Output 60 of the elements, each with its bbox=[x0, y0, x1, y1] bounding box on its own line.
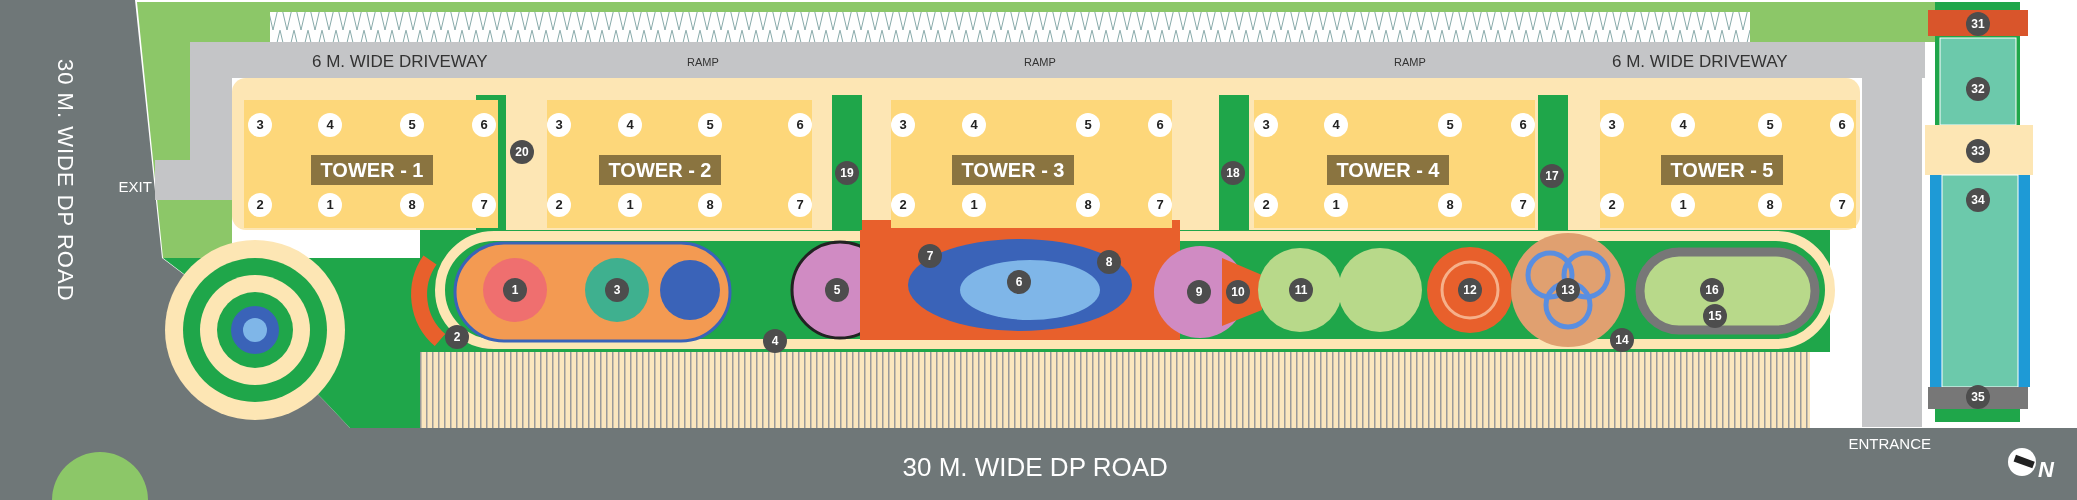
flat-number: 6 bbox=[1830, 113, 1854, 137]
flat-number: 3 bbox=[1254, 113, 1278, 137]
flat-number: 6 bbox=[1148, 113, 1172, 137]
tower-name: TOWER - 3 bbox=[951, 155, 1075, 185]
tower-block bbox=[891, 100, 1172, 228]
flat-number: 7 bbox=[1511, 193, 1535, 217]
entrance-label: ENTRANCE bbox=[1848, 434, 1931, 452]
road-label: 30 M. WIDE DP ROAD bbox=[52, 58, 78, 302]
flat-number: 2 bbox=[248, 193, 272, 217]
tower-name: TOWER - 4 bbox=[1326, 155, 1450, 185]
ramp-label: RAMP bbox=[1394, 56, 1426, 68]
tower-name: TOWER - 5 bbox=[1660, 155, 1784, 185]
flat-number: 1 bbox=[1671, 193, 1695, 217]
flat-number: 5 bbox=[1076, 113, 1100, 137]
flat-number: 8 bbox=[1076, 193, 1100, 217]
flat-number: 3 bbox=[547, 113, 571, 137]
tower-block bbox=[1600, 100, 1856, 228]
flat-number: 4 bbox=[1324, 113, 1348, 137]
tower-name: TOWER - 2 bbox=[598, 155, 722, 185]
flat-number: 7 bbox=[1830, 193, 1854, 217]
flat-number: 6 bbox=[788, 113, 812, 137]
ramp-label: RAMP bbox=[687, 56, 719, 68]
flat-number: 5 bbox=[1438, 113, 1462, 137]
flat-number: 1 bbox=[962, 193, 986, 217]
driveway-label: 6 M. WIDE DRIVEWAY bbox=[1612, 52, 1788, 72]
flat-number: 5 bbox=[400, 113, 424, 137]
flat-number: 6 bbox=[1511, 113, 1535, 137]
tower-block bbox=[547, 100, 812, 228]
driveway-label: 6 M. WIDE DRIVEWAY bbox=[312, 52, 488, 72]
tower-name: TOWER - 1 bbox=[310, 155, 434, 185]
flat-number: 4 bbox=[318, 113, 342, 137]
flat-number: 5 bbox=[1758, 113, 1782, 137]
flat-number: 1 bbox=[618, 193, 642, 217]
flat-number: 2 bbox=[1600, 193, 1624, 217]
flat-number: 8 bbox=[1758, 193, 1782, 217]
flat-number: 7 bbox=[1148, 193, 1172, 217]
flat-number: 7 bbox=[788, 193, 812, 217]
flat-number: 3 bbox=[1600, 113, 1624, 137]
flat-number: 8 bbox=[698, 193, 722, 217]
flat-number: 2 bbox=[1254, 193, 1278, 217]
flat-number: 2 bbox=[891, 193, 915, 217]
flat-number: 4 bbox=[962, 113, 986, 137]
road-label: 30 M. WIDE DP ROAD bbox=[902, 451, 1168, 483]
flat-number: 6 bbox=[472, 113, 496, 137]
flat-number: 1 bbox=[1324, 193, 1348, 217]
flat-number: 8 bbox=[400, 193, 424, 217]
flat-number: 5 bbox=[698, 113, 722, 137]
flat-number: 3 bbox=[891, 113, 915, 137]
flat-number: 3 bbox=[248, 113, 272, 137]
flat-number: 2 bbox=[547, 193, 571, 217]
compass-letter: N bbox=[2038, 457, 2054, 483]
flat-number: 4 bbox=[618, 113, 642, 137]
flat-number: 1 bbox=[318, 193, 342, 217]
ramp-label: RAMP bbox=[1024, 56, 1056, 68]
flat-number: 4 bbox=[1671, 113, 1695, 137]
tower-block bbox=[1254, 100, 1535, 228]
tower-block bbox=[244, 100, 498, 228]
exit-label: EXIT bbox=[118, 177, 152, 195]
flat-number: 8 bbox=[1438, 193, 1462, 217]
flat-number: 7 bbox=[472, 193, 496, 217]
